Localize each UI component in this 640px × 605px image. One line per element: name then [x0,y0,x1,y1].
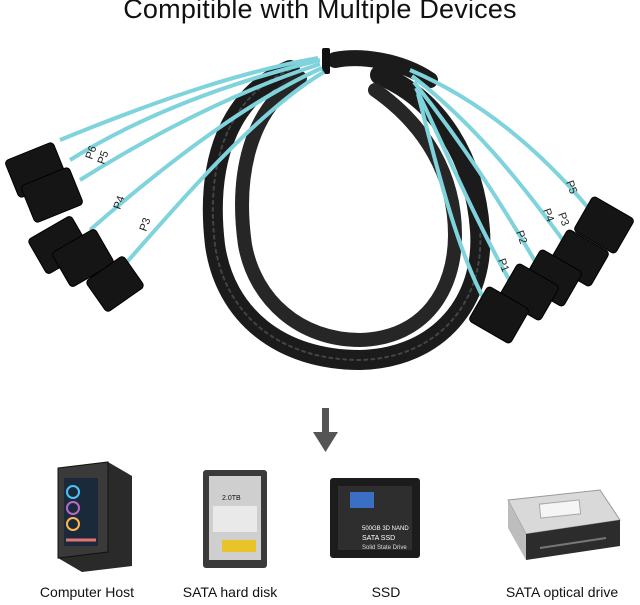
ssd-print-line: 500GB 3D NAND [362,526,409,532]
device-label-optical-drive: SATA optical drive [505,584,619,600]
optical-drive-icon [507,489,621,560]
wire-label: P5 [563,179,579,196]
ssd-print-line: SATA SSD [362,535,395,542]
braided-sleeve [202,50,491,371]
computer-tower-icon [57,461,132,572]
left-wire-labels: P6 P5 P4 P3 [84,144,154,233]
wire-label: P5 [96,149,112,166]
left-wires [59,56,326,272]
wire-label: P4 [112,194,128,211]
ssd-icon: 500GB 3D NAND SATA SSD Solid State Drive [330,478,420,558]
right-wires [409,68,592,312]
wire-label: P3 [555,211,571,228]
disk-capacity-label: 2.0TB [222,495,241,502]
right-connectors [469,196,634,344]
device-label-computer-host: Computer Host [39,584,135,600]
wire-label: P3 [138,216,154,233]
left-connectors [5,142,144,312]
page-title: Compitible with Multiple Devices [123,0,517,24]
cable-tie [322,48,330,74]
down-arrow-icon [313,408,338,452]
device-label-hard-disk: SATA hard disk [182,584,278,600]
device-label-ssd: SSD [371,584,401,600]
right-wire-labels: P5 P4 P3 P2 P1 [495,179,579,274]
hard-disk-icon: 2.0TB [203,470,267,568]
wire-label: P2 [513,229,529,246]
ssd-print-line: Solid State Drive [362,545,407,551]
wire-label: P1 [495,257,511,274]
wire-label: P4 [540,207,556,224]
wire-label: P6 [84,144,100,161]
